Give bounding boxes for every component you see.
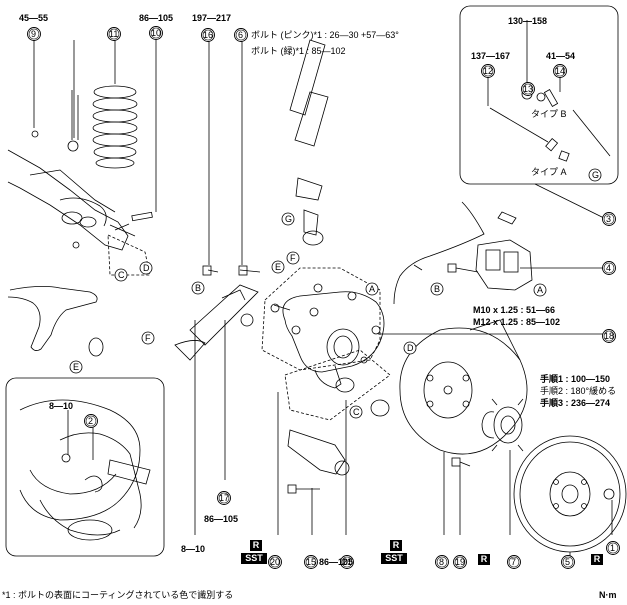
callout-17: 17	[219, 493, 230, 503]
badge-sst-20: SST	[241, 553, 267, 564]
letter-f-left: F	[145, 333, 151, 343]
callout-11: 11	[109, 29, 119, 39]
letter-markers	[69, 168, 602, 419]
coil-spring	[92, 85, 138, 169]
badge-r-20: R	[250, 540, 262, 551]
torque-6-pink: ボルト (ピンク)*1 : 26—30 +57—63°	[251, 30, 399, 40]
callout-1: 1	[610, 543, 616, 553]
callout-7: 7	[511, 557, 517, 567]
letter-c-top-left: C	[118, 270, 125, 280]
letter-a-center: A	[369, 284, 376, 294]
letter-e-left: E	[73, 362, 80, 372]
letter-g-inset: G	[592, 170, 600, 180]
callout-3: 3	[606, 214, 612, 224]
torque-4-m12: M12 x 1.25 : 85—102	[473, 317, 561, 327]
unit-label: N·m	[599, 590, 617, 600]
torque-4-m10: M10 x 1.25 : 51—66	[473, 305, 556, 315]
callout-13: 13	[523, 84, 534, 94]
torque-10: 86—105	[139, 13, 174, 23]
torque-step-1: 手順1 : 100—150	[540, 374, 611, 384]
letter-d-center: D	[407, 343, 414, 353]
letter-a-right: A	[537, 285, 544, 295]
torque-9: 45—55	[19, 13, 49, 23]
torque-14: 41—54	[546, 51, 576, 61]
callout-14: 14	[555, 66, 566, 76]
label-type-b: タイプ B	[531, 109, 567, 119]
callout-18: 18	[604, 331, 615, 341]
callout-12: 12	[483, 66, 494, 76]
callout-9: 9	[31, 29, 37, 39]
torque-2: 8—10	[49, 401, 74, 411]
callout-2: 2	[88, 416, 94, 426]
badge-r-1: R	[591, 554, 603, 565]
torque-8-10: 8—10	[181, 544, 206, 554]
callout-10: 10	[151, 28, 162, 38]
badge-r-21: R	[390, 540, 402, 551]
letter-b-left: B	[195, 283, 202, 293]
callout-16: 16	[203, 30, 214, 40]
label-type-a: タイプ A	[531, 167, 567, 177]
letter-g-center: G	[285, 214, 293, 224]
letter-c-center: C	[353, 407, 360, 417]
letter-b-right: B	[434, 284, 441, 294]
letter-d-top-left: D	[143, 263, 150, 273]
torque-step-3: 手順3 : 236—274	[540, 398, 611, 408]
letter-e-center: E	[275, 262, 282, 272]
callout-4: 4	[606, 263, 612, 273]
badge-sst-21: SST	[381, 553, 407, 564]
torque-6-green: ボルト (緑)*1 : 85—102	[251, 46, 346, 56]
callout-19: 19	[455, 557, 466, 567]
torque-12: 137—167	[471, 51, 511, 61]
torque-13: 130—158	[508, 16, 548, 26]
callout-6: 6	[238, 30, 244, 40]
callout-20: 20	[270, 557, 281, 567]
badge-r-19: R	[478, 554, 490, 565]
torque-15: 86—105	[319, 557, 354, 567]
torque-step-2: 手順2 : 180°緩める	[540, 386, 617, 396]
callout-21: 21	[342, 557, 353, 567]
callout-markers	[27, 26, 620, 569]
callout-15: 15	[306, 557, 317, 567]
torque-16: 197—217	[192, 13, 232, 23]
torque-17: 86—105	[204, 514, 239, 524]
callout-5: 5	[565, 557, 571, 567]
letter-f-center: F	[290, 253, 296, 263]
callout-8: 8	[439, 557, 445, 567]
footnote: *1 : ボルトの表面にコーティングされている色で識別する	[2, 590, 234, 600]
